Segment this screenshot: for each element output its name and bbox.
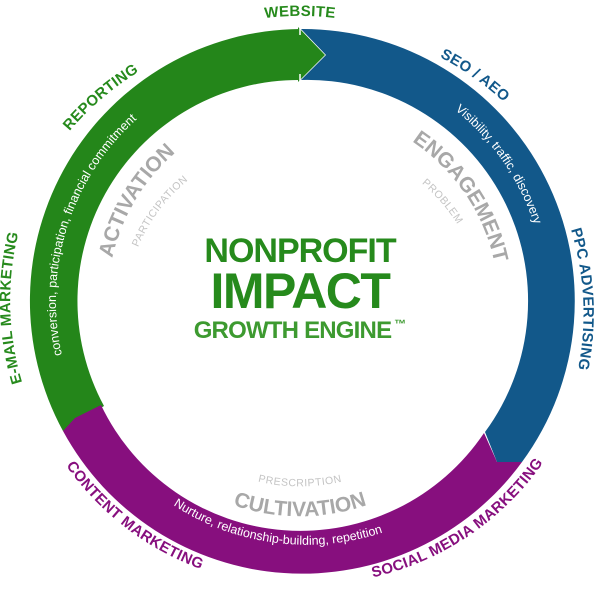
cultivation-band [63,405,522,574]
center-title-growth-engine-text: GROWTH ENGINE [193,317,392,344]
center-title-impact: IMPACT [210,263,391,319]
stage-subtitle-prescription: PRESCRIPTION [257,473,343,490]
channel-website: WEBSITE [264,3,337,22]
center-title-nonprofit: NONPROFIT [204,232,396,270]
trademark-symbol: ™ [394,317,407,331]
stage-title-cultivation: CULTIVATION [231,488,368,521]
channel-email-marketing: E-MAIL MARKETING [0,230,26,386]
engagement-band [301,28,575,462]
activation-arrow [298,27,325,82]
activation-band [29,29,300,431]
